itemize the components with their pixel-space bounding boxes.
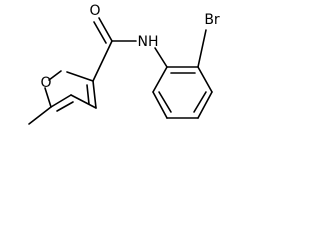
atom-label-furan-o: O: [40, 75, 51, 91]
bond-furan-c3-c4-inner: [86, 84, 90, 105]
bond-benzene-double-b: [193, 91, 207, 113]
bond-furan-c1-c2-outer: [50, 94, 72, 108]
bond-furan-c5-o: [48, 70, 62, 81]
benzene-ring: [152, 66, 213, 119]
bond-benzene-3-4: [197, 91, 213, 119]
bond-furan-c4-c5: [66, 71, 94, 82]
bond-furan-c2-c3: [70, 94, 97, 109]
bond-carbonyl-o-inner: [93, 21, 107, 44]
bond-benzene-double-c: [158, 91, 172, 113]
bond-benzene-2-3: [197, 66, 213, 93]
bond-benzene-br: [197, 29, 207, 68]
bond-furan-c3-c4-outer: [92, 80, 97, 109]
bond-benzene-5-6: [152, 91, 168, 119]
bond-n-phenyl: [154, 47, 168, 68]
bond-carbonyl-o-outer: [98, 17, 113, 42]
structure-diagram: O NH Br O: [28, 3, 220, 125]
atom-label-bromine: Br: [204, 12, 220, 28]
atom-label-carbonyl-o: O: [89, 3, 100, 19]
bond-furan-o-c1: [44, 87, 52, 108]
furan-ring: [44, 70, 97, 112]
atom-label-amide-nh: NH: [138, 34, 159, 50]
bond-benzene-6-1: [152, 66, 168, 93]
bond-methyl: [28, 106, 52, 125]
bond-ring-carbonyl: [92, 40, 113, 82]
bond-furan-c1-c2-inner: [56, 101, 74, 112]
